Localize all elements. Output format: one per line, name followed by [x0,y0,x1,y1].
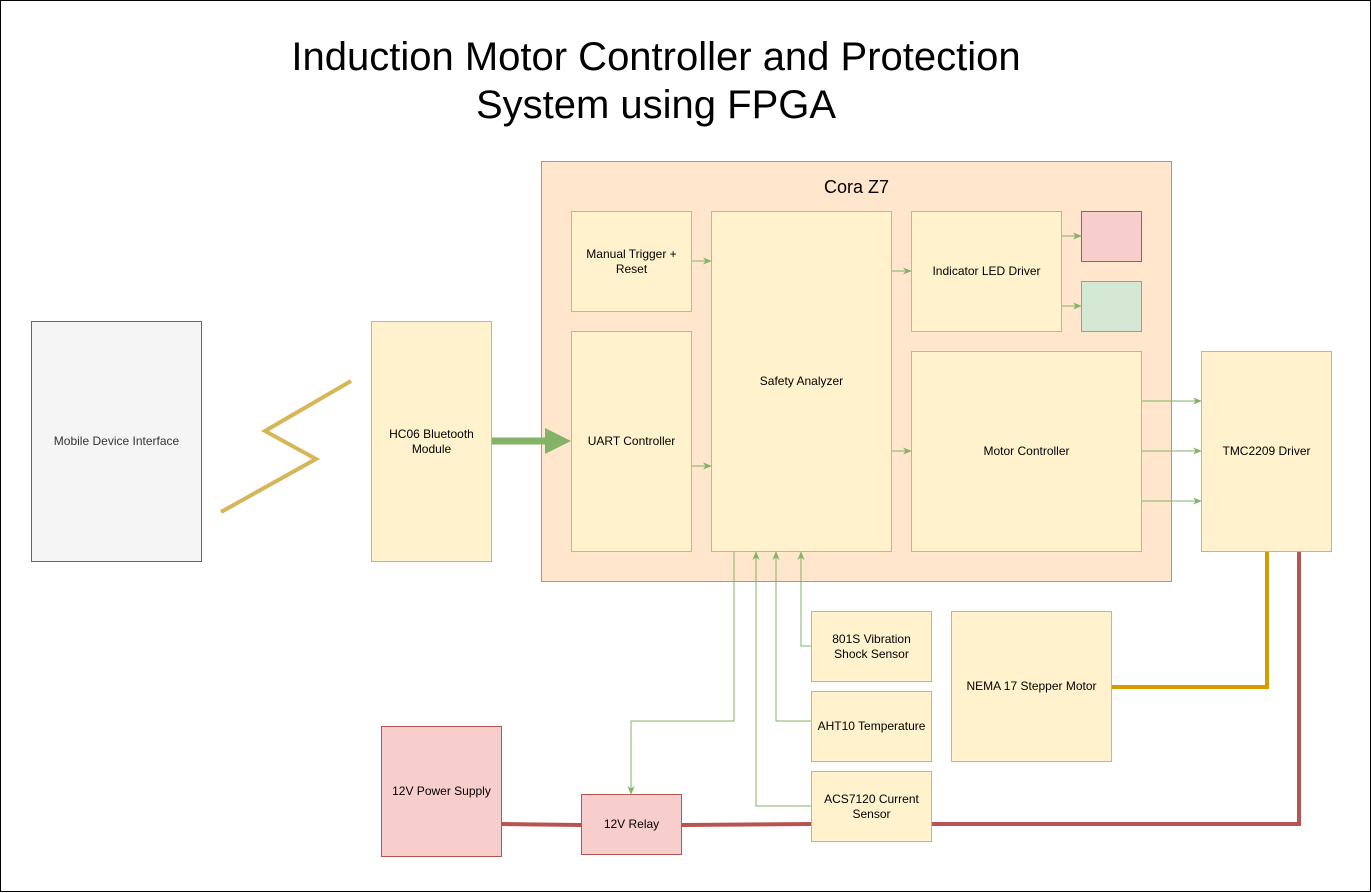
vibration-sensor-block[interactable]: 801S Vibration Shock Sensor [811,611,932,682]
green-led-indicator[interactable] [1081,281,1142,332]
manual-trigger-label: Manual Trigger + Reset [586,246,677,276]
diagram-title: Induction Motor Controller and Protectio… [291,35,1021,127]
bluetooth-module-block[interactable]: HC06 Bluetooth Module [371,321,492,562]
power-supply-label: 12V Power Supply [392,784,491,798]
motor-controller-block[interactable]: Motor Controller [911,351,1142,552]
uart-controller-label: UART Controller [587,434,676,448]
motor-controller-label: Motor Controller [983,444,1070,458]
relay-block[interactable]: 12V Relay [581,794,682,855]
tmc2209-driver-label: TMC2209 Driver [1222,444,1311,458]
current-sensor-label: ACS7120 Current Sensor [824,791,919,821]
uart-controller-block[interactable]: UART Controller [571,331,692,552]
relay-label: 12V Relay [603,817,660,831]
power-supply-block[interactable]: 12V Power Supply [381,726,502,857]
current-to-safety-arrow [752,551,811,807]
indicator-led-driver-label: Indicator LED Driver [932,264,1041,278]
board-label: Cora Z7 [823,177,890,197]
tmc2209-driver-block[interactable]: TMC2209 Driver [1201,351,1332,552]
safety-analyzer-block[interactable]: Safety Analyzer [711,211,892,552]
stepper-motor-block[interactable]: NEMA 17 Stepper Motor [951,611,1112,762]
temperature-sensor-label: AHT10 Temperature [817,719,926,733]
red-led-indicator[interactable] [1081,211,1142,262]
manual-trigger-block[interactable]: Manual Trigger + Reset [571,211,692,312]
vibration-sensor-label: 801S Vibration Shock Sensor [832,631,911,661]
mobile-device-label: Mobile Device Interface [53,434,180,448]
safety-to-relay-arrow [627,552,735,795]
mobile-device-block[interactable]: Mobile Device Interface [31,321,202,562]
relay-to-current-sensor-wire [681,822,812,827]
current-sensor-block[interactable]: ACS7120 Current Sensor [811,771,932,842]
indicator-led-driver-block[interactable]: Indicator LED Driver [911,211,1062,332]
power-supply-to-relay-wire [501,822,582,827]
stepper-motor-label: NEMA 17 Stepper Motor [966,679,1097,693]
wireless-link-symbol [220,379,353,514]
safety-analyzer-label: Safety Analyzer [759,374,844,388]
temperature-sensor-block[interactable]: AHT10 Temperature [811,691,932,762]
bluetooth-module-label: HC06 Bluetooth Module [389,426,474,456]
